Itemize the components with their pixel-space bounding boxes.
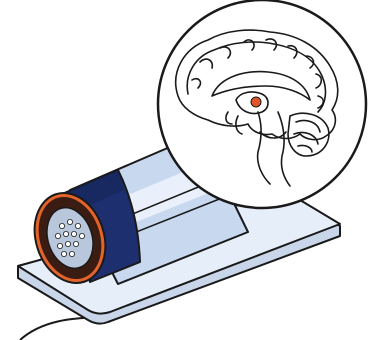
brain-target-marker	[251, 97, 261, 107]
brain-inset	[158, 0, 366, 208]
